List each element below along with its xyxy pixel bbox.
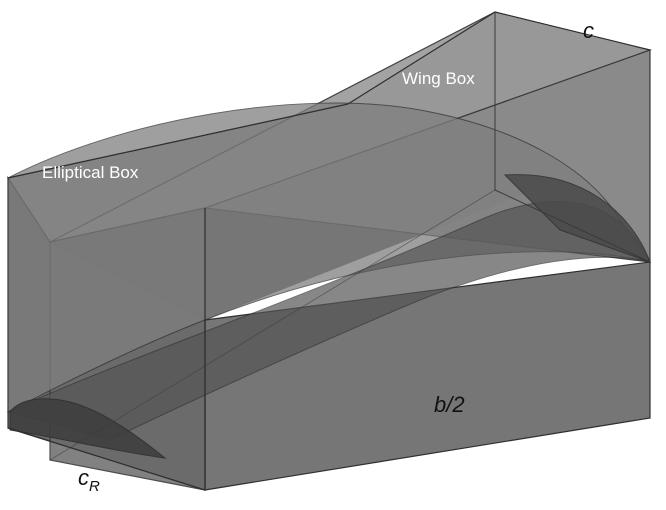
edge-root-bottom xyxy=(7,427,206,491)
chord-root-letter: c xyxy=(78,465,89,490)
edge-top-back xyxy=(347,11,496,105)
chord-tip-label: c xyxy=(583,18,594,43)
edge-inner-bottom xyxy=(49,189,496,461)
edge-top-diagonal xyxy=(7,103,349,179)
wing-box-label: Wing Box xyxy=(402,69,475,88)
half-span-label: b/2 xyxy=(434,392,465,417)
chord-root-label: cR xyxy=(78,465,100,495)
chord-root-subscript: R xyxy=(89,478,100,495)
elliptical-root-section xyxy=(9,398,167,459)
edge-back-bottom xyxy=(494,189,651,263)
elliptical-box-label: Elliptical Box xyxy=(42,163,139,182)
